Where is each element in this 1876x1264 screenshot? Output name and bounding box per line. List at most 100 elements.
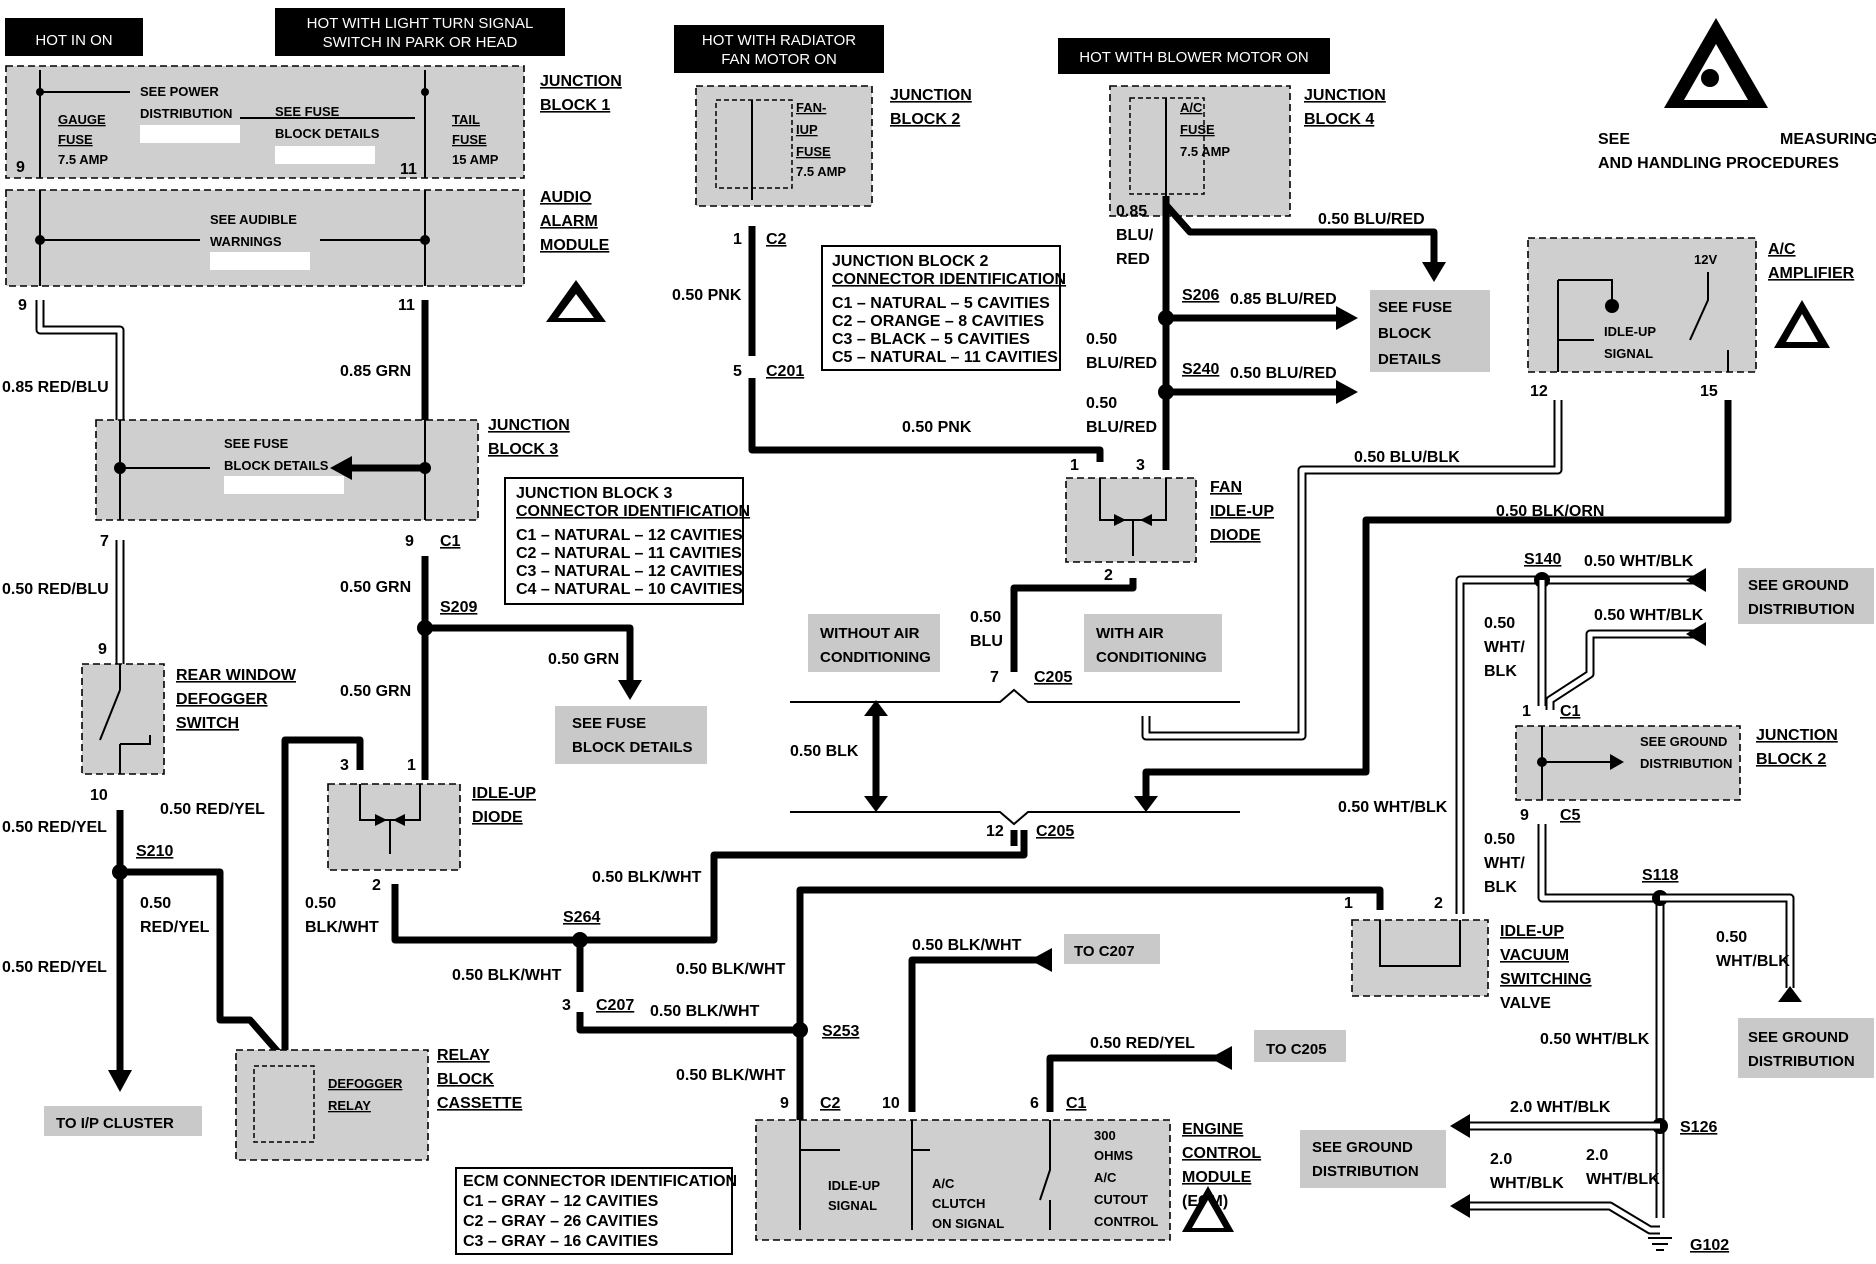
diagram-label: C1 — [1560, 703, 1581, 720]
diagram-label: C1 – NATURAL – 5 CAVITIES — [832, 295, 1050, 312]
diagram-label: CLUTCH — [932, 1196, 985, 1211]
diagram-label: HOT WITH BLOWER MOTOR ON — [1079, 49, 1308, 66]
see-fuse-block-right-ref: SEE FUSE BLOCK DETAILS — [1370, 290, 1490, 372]
diagram-label: 12V — [1694, 252, 1717, 267]
see-fuse-block-ref: SEE FUSE BLOCK DETAILS — [555, 706, 707, 764]
diagram-label: 0.50 WHT/BLK — [1594, 607, 1704, 624]
diagram-label: WITH AIR — [1096, 625, 1164, 642]
diagram-label: RED — [1116, 251, 1150, 268]
diagram-label: 12 — [1530, 383, 1548, 400]
diagram-label: 0.50 BLK/WHT — [676, 1067, 786, 1084]
diagram-label: BLOCK DETAILS — [572, 739, 693, 756]
header-hot-in-on: HOT IN ON — [5, 18, 143, 56]
diagram-label: FAN — [1210, 479, 1242, 496]
diagram-label: AMPLIFIER — [1768, 265, 1855, 282]
diagram-label: 11 — [398, 297, 415, 314]
diagram-label: C205 — [1036, 823, 1074, 840]
diagram-label: BLOCK 2 — [1756, 751, 1826, 768]
diagram-label: FUSE — [796, 144, 831, 159]
diagram-label: TO C207 — [1074, 943, 1135, 960]
diagram-label: 1 — [733, 231, 742, 248]
diagram-label: IDLE-UP — [472, 785, 536, 802]
diagram-label: BLOCK — [437, 1071, 494, 1088]
diagram-label: 0.50 — [305, 895, 336, 912]
esd-measuring: MEASURING — [1780, 131, 1876, 148]
diagram-label: FAN MOTOR ON — [721, 51, 837, 68]
diagram-label: 0.85 RED/BLU — [2, 379, 109, 396]
diagram-label: C3 – NATURAL – 12 CAVITIES — [516, 563, 743, 580]
diagram-label: C2 — [820, 1095, 841, 1112]
diagram-label: FUSE — [58, 132, 93, 147]
diagram-label: 0.50 RED/YEL — [1090, 1035, 1195, 1052]
diagram-label: TO C205 — [1266, 1041, 1327, 1058]
diagram-label: SWITCH — [176, 715, 239, 732]
diagram-label: SEE POWER — [140, 84, 219, 99]
diagram-label: IDLE-UP — [828, 1178, 880, 1193]
diagram-label: 0.50 BLK — [790, 743, 859, 760]
diagram-label: SWITCH IN PARK OR HEAD — [323, 34, 518, 51]
to-ip-cluster-ref: TO I/P CLUSTER — [44, 1106, 202, 1136]
diagram-label: 5 — [733, 363, 742, 380]
junction-block-2-box — [695, 85, 873, 207]
diagram-label: 0.50 BLK/WHT — [592, 869, 702, 886]
diagram-label: C4 – NATURAL – 10 CAVITIES — [516, 581, 743, 598]
diagram-label: IDLE-UP — [1500, 923, 1564, 940]
diagram-label: 7.5 AMP — [58, 152, 108, 167]
jb2-connector-id-box: JUNCTION BLOCK 2 CONNECTOR IDENTIFICATIO… — [821, 245, 1066, 371]
ecm-box — [755, 1119, 1171, 1241]
diagram-label: IDLE-UP — [1210, 503, 1274, 520]
diagram-label: BLOCK 3 — [488, 441, 558, 458]
diagram-label: 2 — [1434, 895, 1443, 912]
diagram-label: 0.50 WHT/BLK — [1584, 553, 1694, 570]
diagram-label: C2 – NATURAL – 11 CAVITIES — [516, 545, 742, 562]
diagram-label: S253 — [822, 1023, 859, 1040]
diagram-label: 7 — [990, 669, 999, 686]
diagram-label: 0.50 BLU/BLK — [1354, 449, 1460, 466]
diagram-label: 0.50 RED/YEL — [2, 959, 107, 976]
diagram-label: C3 – GRAY – 16 CAVITIES — [463, 1233, 659, 1250]
diagram-label: ALARM — [540, 213, 598, 230]
diagram-label: 0.50 PNK — [672, 287, 742, 304]
diagram-label: JUNCTION — [890, 87, 972, 104]
to-c207-ref: TO C207 — [1064, 934, 1160, 964]
diagram-label: 0.50 WHT/BLK — [1338, 799, 1448, 816]
idle-up-vacuum-box — [1351, 919, 1489, 997]
diagram-label: SEE FUSE — [224, 436, 289, 451]
diagram-label: REAR WINDOW — [176, 667, 297, 684]
diagram-label: CONDITIONING — [820, 649, 931, 666]
header-hot-light: HOT WITH LIGHT TURN SIGNAL SWITCH IN PAR… — [275, 8, 565, 56]
diagram-label: DISTRIBUTION — [140, 106, 232, 121]
diagram-label: WHT/ — [1484, 855, 1525, 872]
diagram-label: C201 — [766, 363, 804, 380]
diagram-label: S206 — [1182, 287, 1219, 304]
diagram-label: JUNCTION BLOCK 3 — [516, 485, 673, 502]
diagram-label: G102 — [1690, 1237, 1729, 1254]
diagram-label: BLOCK 2 — [890, 111, 960, 128]
diagram-label: 0.50 BLK/WHT — [452, 967, 562, 984]
diagram-label: WITHOUT AIR — [820, 625, 920, 642]
see-ground-ref-2: SEE GROUND DISTRIBUTION — [1738, 1018, 1874, 1078]
diagram-label: CONDITIONING — [1096, 649, 1207, 666]
diagram-label: C1 – NATURAL – 12 CAVITIES — [516, 527, 743, 544]
diagram-label: HOT IN ON — [35, 32, 112, 49]
diagram-label: 7 — [100, 533, 109, 550]
idle-up-diode-box — [327, 783, 461, 871]
diagram-label: WARNINGS — [210, 234, 282, 249]
ac-amplifier-box — [1527, 237, 1757, 373]
diagram-label: 2 — [372, 877, 381, 894]
diagram-label: SEE AUDIBLE — [210, 212, 297, 227]
diagram-label: SIGNAL — [1604, 346, 1653, 361]
see-ground-ref-1: SEE GROUND DISTRIBUTION — [1738, 568, 1874, 624]
diagram-label: CONTROL — [1182, 1145, 1261, 1162]
diagram-label: C3 – BLACK – 5 CAVITIES — [832, 331, 1030, 348]
diagram-label: S240 — [1182, 361, 1219, 378]
diagram-label: 0.50 RED/YEL — [160, 801, 265, 818]
diagram-label: BLOCK 1 — [540, 97, 610, 114]
diagram-label: HOT WITH RADIATOR — [702, 32, 856, 49]
see-ground-ref-3: SEE GROUND DISTRIBUTION — [1300, 1130, 1446, 1188]
diagram-label: ENGINE — [1182, 1121, 1244, 1138]
diagram-label: HOT WITH LIGHT TURN SIGNAL — [307, 15, 534, 32]
diagram-label: 1 — [1070, 457, 1079, 474]
diagram-label: JUNCTION BLOCK 2 — [832, 253, 989, 270]
